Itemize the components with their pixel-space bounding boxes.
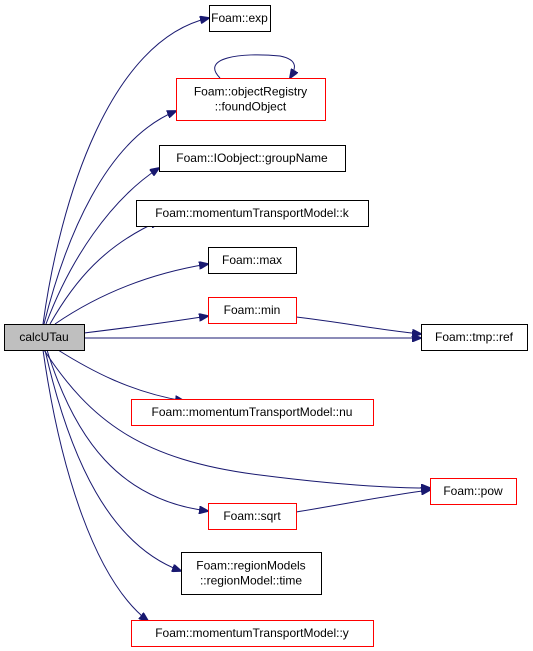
- node-box-pow: [430, 478, 517, 505]
- edge-calcUTau-to-exp: [42, 18, 209, 325]
- node-box-nu: [131, 399, 374, 426]
- node-label-time-line-0: Foam::regionModels: [196, 559, 305, 573]
- node-box-min: [208, 297, 297, 324]
- edge-calcUTau-to-sqrt: [46, 349, 208, 511]
- node-min[interactable]: Foam::min: [208, 297, 297, 324]
- edge-calcUTau-to-pow: [43, 349, 430, 488]
- node-box-max: [208, 247, 297, 274]
- edge-calcUTau-to-min: [83, 316, 208, 334]
- edges-layer: [42, 18, 430, 621]
- node-label-ref: Foam::tmp::ref: [435, 330, 514, 344]
- node-ref: Foam::tmp::ref: [421, 324, 528, 351]
- node-time: Foam::regionModels::regionModel::time: [181, 552, 322, 595]
- node-label-calcUTau: calcUTau: [19, 330, 68, 344]
- node-y[interactable]: Foam::momentumTransportModel::y: [131, 620, 374, 647]
- node-label-foundObject-line-1: ::foundObject: [215, 100, 287, 114]
- node-label-max: Foam::max: [222, 253, 282, 267]
- node-label-k: Foam::momentumTransportModel::k: [155, 206, 350, 220]
- nodes-layer: calcUTau Foam::expFoam::objectRegistry::f…: [4, 5, 528, 647]
- node-label-min: Foam::min: [224, 303, 281, 317]
- node-exp: Foam::exp: [209, 5, 271, 32]
- node-groupName: Foam::IOobject::groupName: [159, 145, 346, 172]
- node-foundObject[interactable]: Foam::objectRegistry::foundObject: [176, 78, 326, 121]
- edge-calcUTau-to-foundObject: [43, 111, 176, 325]
- node-box-exp: [209, 5, 271, 32]
- edge-foundObject-to-foundObject: [214, 54, 295, 78]
- node-k: Foam::momentumTransportModel::k: [136, 200, 369, 227]
- node-box-calcUTau: [4, 324, 85, 351]
- node-box-foundObject: [176, 78, 326, 121]
- node-pow[interactable]: Foam::pow: [430, 478, 517, 505]
- node-box-time: [181, 552, 322, 595]
- node-box-y: [131, 620, 374, 647]
- edge-calcUTau-to-nu: [57, 349, 184, 401]
- edge-sqrt-to-pow: [295, 490, 430, 513]
- node-label-sqrt: Foam::sqrt: [223, 509, 281, 523]
- edge-calcUTau-to-k: [49, 221, 159, 325]
- node-label-nu: Foam::momentumTransportModel::nu: [152, 405, 353, 419]
- node-label-groupName: Foam::IOobject::groupName: [176, 151, 328, 165]
- node-sqrt[interactable]: Foam::sqrt: [208, 503, 297, 530]
- node-nu[interactable]: Foam::momentumTransportModel::nu: [131, 399, 374, 426]
- edge-calcUTau-to-y: [42, 349, 148, 621]
- node-label-time-line-1: ::regionModel::time: [200, 574, 302, 588]
- node-box-sqrt: [208, 503, 297, 530]
- edge-calcUTau-to-time: [44, 349, 181, 571]
- edge-calcUTau-to-groupName: [45, 168, 159, 325]
- node-box-k: [136, 200, 369, 227]
- node-max: Foam::max: [208, 247, 297, 274]
- node-calcUTau: calcUTau: [4, 324, 85, 351]
- node-label-y: Foam::momentumTransportModel::y: [155, 626, 349, 640]
- node-box-groupName: [159, 145, 346, 172]
- node-label-exp: Foam::exp: [211, 11, 268, 25]
- edge-min-to-ref: [295, 316, 421, 334]
- node-box-ref: [421, 324, 528, 351]
- edge-calcUTau-to-max: [54, 264, 208, 325]
- node-label-foundObject-line-0: Foam::objectRegistry: [194, 85, 307, 99]
- node-label-pow: Foam::pow: [443, 484, 503, 498]
